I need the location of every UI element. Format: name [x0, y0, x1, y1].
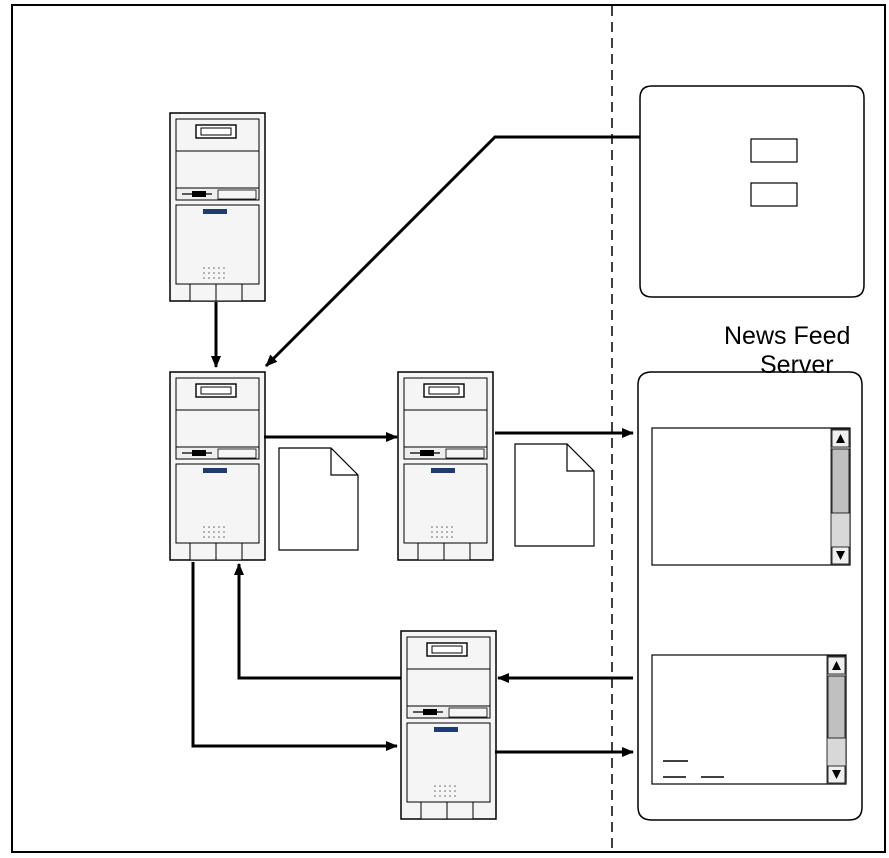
- arrow-lower-to-main: [234, 563, 401, 680]
- scrollbar-thumb[interactable]: [827, 675, 846, 739]
- scrollbar-thumb[interactable]: [831, 448, 850, 514]
- panel-input-field-1[interactable]: [750, 138, 798, 163]
- tower-computer-icon: [169, 371, 266, 561]
- arrow-panel-to-main: [264, 135, 640, 368]
- text-lines: [663, 760, 724, 778]
- panel-input-field-2[interactable]: [750, 182, 798, 207]
- tower-computer-icon: [397, 371, 494, 561]
- connection-arrows: [191, 135, 640, 757]
- feed-text-area-upper[interactable]: [651, 427, 851, 566]
- document-icon: [278, 447, 359, 551]
- feed-text-area-lower[interactable]: [651, 654, 847, 785]
- document-icon: [514, 443, 595, 547]
- control-panel: [639, 85, 865, 298]
- arrow-main-to-lower: [191, 562, 398, 751]
- news-feed-server-panel: [637, 371, 863, 821]
- tower-computer-icon: [400, 630, 497, 820]
- server-label-line1: News Feed: [724, 322, 851, 350]
- server-label-line2: Server: [760, 351, 834, 379]
- tower-computer-icon: [169, 112, 266, 302]
